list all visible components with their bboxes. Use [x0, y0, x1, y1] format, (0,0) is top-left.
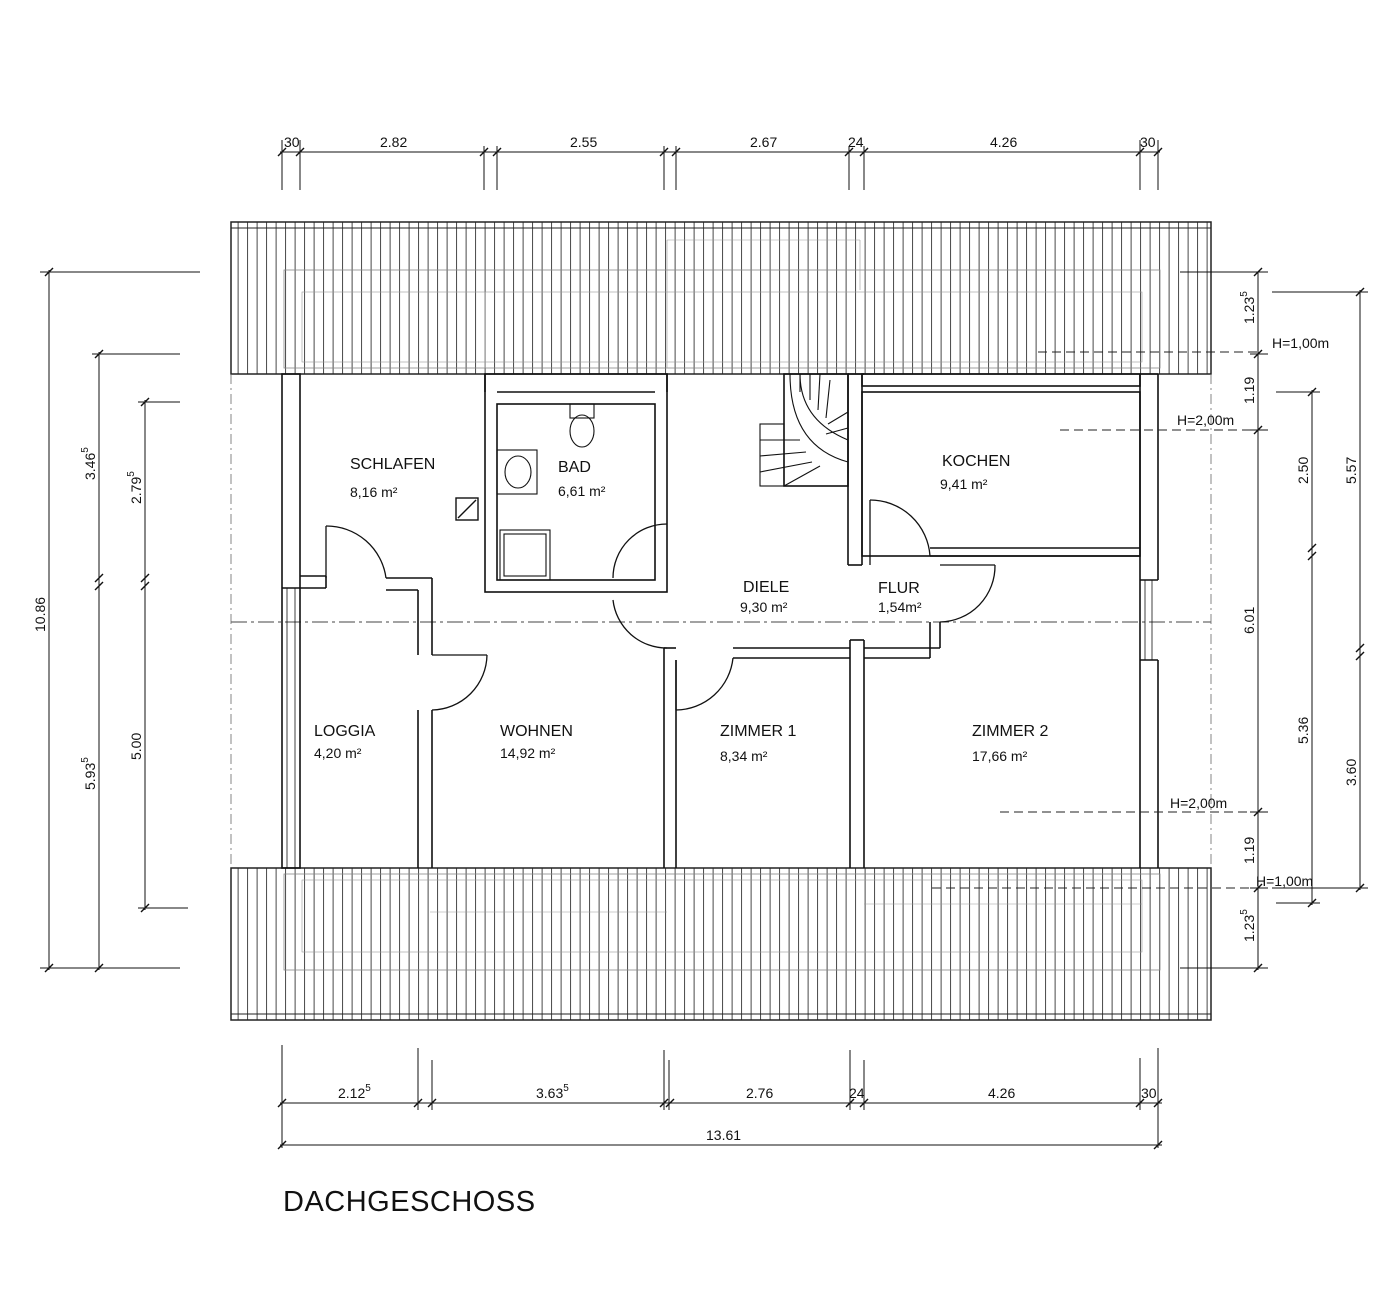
height-label: H=1,00m [1272, 335, 1329, 351]
dim-sup: 5 [1239, 909, 1250, 915]
walls [281, 373, 1159, 869]
dim-label: 30 [1140, 134, 1156, 150]
dim-label: 30 [1141, 1085, 1157, 1101]
dim-sup: 5 [365, 1083, 371, 1094]
dim-label: 24 [848, 134, 864, 150]
dim-label: 1.23 [1241, 297, 1257, 324]
dim-label: 2.12 [338, 1085, 365, 1101]
height-labels: H=1,00m H=2,00m H=2,00m H=1,00m [1000, 335, 1329, 889]
svg-text:5.935: 5.935 [80, 757, 98, 790]
dimension-labels-right: 1.235 1.19 6.01 1.19 1.235 2.50 5.36 5.5… [1239, 291, 1359, 942]
dim-sup: 5 [563, 1083, 569, 1094]
dim-label: 4.26 [990, 134, 1017, 150]
dim-label: 10.86 [32, 597, 48, 632]
room-bad-name: BAD [558, 459, 591, 476]
room-zimmer2-name: ZIMMER 2 [972, 723, 1049, 740]
roof-top [230, 221, 1258, 375]
room-schlafen-area: 8,16 m² [350, 484, 398, 500]
svg-text:2.795: 2.795 [126, 471, 144, 504]
room-kochen-name: KOCHEN [942, 453, 1010, 470]
dim-label: 30 [284, 134, 300, 150]
dim-label: 6.01 [1241, 607, 1257, 634]
room-flur-area: 1,54m² [878, 599, 922, 615]
dimension-chain-right [1180, 267, 1368, 973]
dim-label: 2.55 [570, 134, 597, 150]
room-zimmer1-name: ZIMMER 1 [720, 723, 797, 740]
toilet-icon [569, 403, 595, 448]
roof-bottom [230, 867, 1258, 1021]
height-label: H=2,00m [1177, 412, 1234, 428]
shower-icon [499, 529, 551, 581]
room-bad-area: 6,61 m² [558, 483, 606, 499]
dim-label: 2.79 [128, 477, 144, 504]
dim-label: 2.82 [380, 134, 407, 150]
chimney-icon [455, 497, 479, 521]
dim-label: 24 [849, 1085, 865, 1101]
dim-label-total: 13.61 [706, 1127, 741, 1143]
room-zimmer1-area: 8,34 m² [720, 748, 768, 764]
room-kochen-area: 9,41 m² [940, 476, 988, 492]
room-schlafen-name: SCHLAFEN [350, 456, 435, 473]
dimension-chain-top [277, 140, 1163, 190]
dim-label: 3.60 [1343, 759, 1359, 786]
dim-label: 5.36 [1295, 717, 1311, 744]
height-label: H=2,00m [1170, 795, 1227, 811]
dim-sup: 5 [80, 447, 91, 453]
room-loggia-name: LOGGIA [314, 723, 376, 740]
dim-label: 1.19 [1241, 837, 1257, 864]
svg-text:3.465: 3.465 [80, 447, 98, 480]
dim-label: 3.63 [536, 1085, 563, 1101]
stairs [759, 373, 849, 487]
dim-label: 5.57 [1343, 457, 1359, 484]
svg-text:2.125: 2.125 [338, 1083, 371, 1101]
dimension-labels-left: 10.86 3.465 5.935 2.795 5.00 [32, 447, 144, 790]
dimension-labels-top: 30 2.82 2.55 2.67 24 4.26 30 [284, 134, 1156, 150]
dim-label: 5.00 [128, 733, 144, 760]
dim-label: 2.67 [750, 134, 777, 150]
dim-sup: 5 [1239, 291, 1250, 297]
room-loggia-area: 4,20 m² [314, 745, 362, 761]
room-labels: SCHLAFEN 8,16 m² BAD 6,61 m² KOCHEN 9,41… [314, 453, 1049, 764]
dim-label: 2.76 [746, 1085, 773, 1101]
room-wohnen-area: 14,92 m² [500, 745, 556, 761]
sink-icon [496, 449, 538, 495]
dim-label: 4.26 [988, 1085, 1015, 1101]
doors [325, 499, 996, 711]
room-diele-area: 9,30 m² [740, 599, 788, 615]
svg-text:1.235: 1.235 [1239, 909, 1257, 942]
height-label: H=1,00m [1256, 873, 1313, 889]
dim-sup: 5 [126, 471, 137, 477]
svg-text:1.235: 1.235 [1239, 291, 1257, 324]
room-flur-name: FLUR [878, 580, 920, 597]
dim-label: 1.23 [1241, 915, 1257, 942]
room-diele-name: DIELE [743, 579, 789, 596]
room-zimmer2-area: 17,66 m² [972, 748, 1028, 764]
dim-label: 1.19 [1241, 377, 1257, 404]
dim-sup: 5 [80, 757, 91, 763]
dim-label: 2.50 [1295, 457, 1311, 484]
dimension-labels-bottom: 2.125 3.635 2.76 24 4.26 30 13.61 [338, 1083, 1157, 1143]
plan-title: DACHGESCHOSS [283, 1186, 536, 1218]
dimension-chain-bottom [277, 1045, 1163, 1150]
dim-label: 3.46 [82, 453, 98, 480]
svg-text:3.635: 3.635 [536, 1083, 569, 1101]
room-wohnen-name: WOHNEN [500, 723, 573, 740]
dim-label: 5.93 [82, 763, 98, 790]
dimension-chain-left [40, 267, 200, 973]
